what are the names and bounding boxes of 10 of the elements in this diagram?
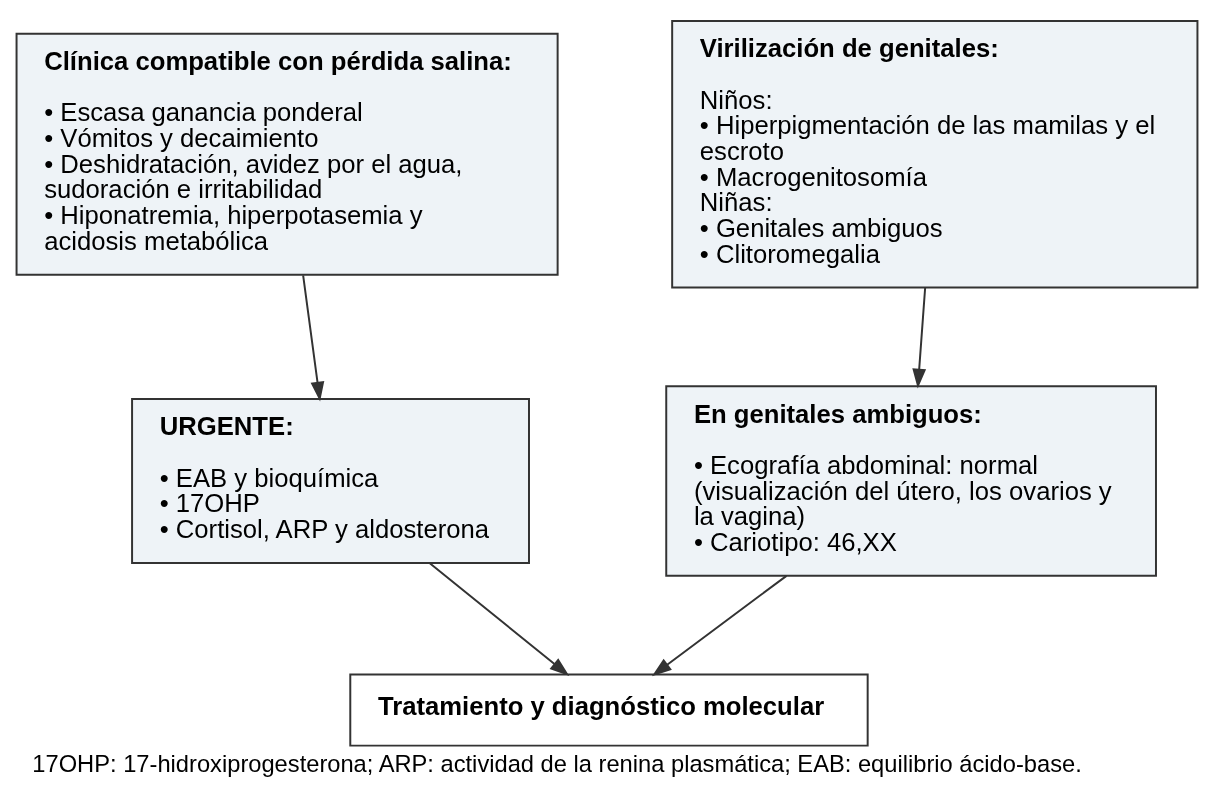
node-box: Clínica compatible con pérdida salina: • Escasa ganancia ponderal • Vómitos y decaimiento • Deshidratación, avidez por el agua, sudoración e irritabilidad • Hiponatremia, hiperpotasemia y acidosis metabólica xyxy=(15,32,559,276)
caption: 17OHP: 17-hidroxiprogesterona; ARP: actividad de la renina plasmática; EAB: equilibrio ácido-base. xyxy=(32,750,1082,777)
node-box: Tratamiento y diagnóstico molecular xyxy=(349,673,869,747)
arrow xyxy=(428,561,570,676)
node-box: URGENTE: • EAB y bioquímica • 17OHP • Cortisol, ARP y aldosterona xyxy=(131,397,530,564)
node-box: En genitales ambiguos: • Ecografía abdominal: normal (visualización del útero, los ovarios y la vagina) • Cariotipo: 46,XX xyxy=(665,384,1157,577)
arrow xyxy=(302,274,325,401)
arrow xyxy=(651,574,788,676)
arrow xyxy=(912,286,927,388)
node-box: Virilización de genitales: Niños: • Hiperpigmentación de las mamilas y el escroto • Macrogenitosomía Niñas: • Genitales ambiguos • Clitoromegalia xyxy=(671,19,1199,288)
